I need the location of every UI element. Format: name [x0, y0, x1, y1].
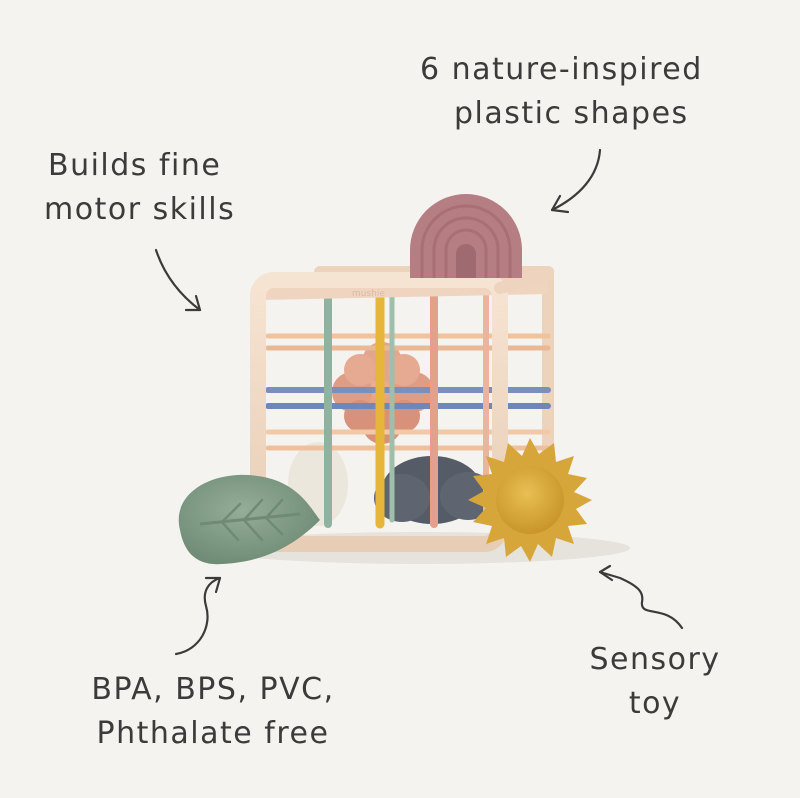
- callout-shapes: 6 nature-inspired plastic shapes: [420, 48, 703, 136]
- sun-shape: [468, 438, 592, 562]
- callout-motor-skills: Builds fine motor skills: [44, 144, 235, 232]
- callout-safety-line1: BPA, BPS, PVC,: [91, 672, 335, 707]
- callout-sensory-line1: Sensory: [589, 642, 721, 677]
- brand-mark: mushie: [352, 289, 385, 299]
- rainbow-shape: [410, 194, 522, 278]
- callout-motor-line2: motor skills: [44, 192, 236, 227]
- callout-sensory-line2: toy: [628, 686, 682, 721]
- arrow-shapes: [154, 148, 684, 656]
- callout-motor-line1: Builds fine: [48, 148, 222, 183]
- callout-safety-line2: Phthalate free: [96, 716, 330, 751]
- callout-sensory: Sensory toy: [584, 638, 726, 726]
- leaf-shape: [178, 474, 320, 565]
- callout-safety: BPA, BPS, PVC, Phthalate free: [68, 668, 358, 756]
- callout-shapes-line1: 6 nature-inspired: [420, 52, 703, 87]
- callout-shapes-line2: plastic shapes: [454, 96, 689, 131]
